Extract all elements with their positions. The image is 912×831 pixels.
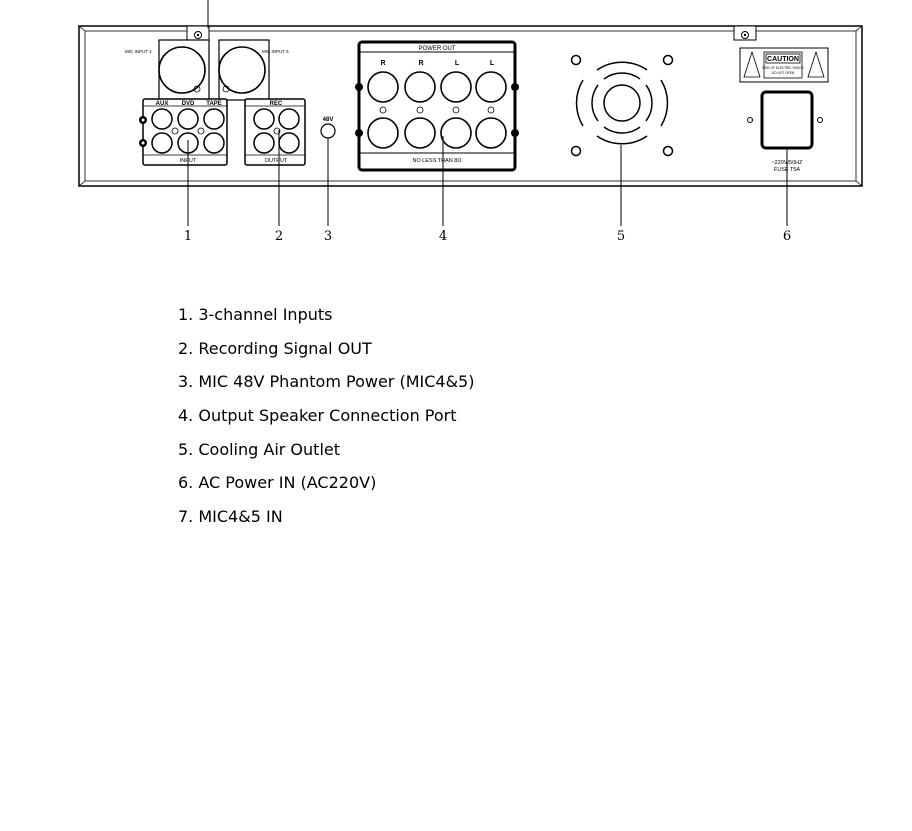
caution-line2: DO NOT OPEN [772,71,795,75]
caution-label: CAUTION RISK OF ELECTRIC SHOCK DO NOT OP… [739,47,829,83]
input-header-tape: TAPE [206,101,222,107]
legend-item-5: 5. Cooling Air Outlet [178,439,340,459]
legend-item-2: 2. Recording Signal OUT [178,338,372,358]
rca-jack [151,108,173,130]
rca-jack [203,108,225,130]
screw-tab-right [733,25,757,41]
speaker-terminal [404,71,436,103]
speaker-channel-r2: R [418,60,423,67]
legend-item-3: 3. MIC 48V Phantom Power (MIC4&5) [178,372,475,392]
speaker-terminal [475,71,507,103]
legend-item-6: 6. AC Power IN (AC220V) [178,473,377,493]
input-header-dvd: DVD [182,101,195,107]
amplifier-rear-panel-diagram: MIC INPUT 4 MIC INPUT 5 AUX DVD TAPE INP… [78,0,863,244]
speaker-channel-l2: L [490,60,495,67]
speaker-terminal [404,117,436,149]
speaker-terminal [440,71,472,103]
mic-input-5-label: MIC INPUT 5 [262,49,289,54]
rec-label: REC [270,101,283,107]
power-out-block: POWER OUT R R L L NO LESS THAN 8Ω [355,40,519,172]
input-header-aux: AUX [156,101,169,107]
warning-triangle-icon [807,50,825,78]
rca-input-block: AUX DVD TAPE INPUT [139,98,228,166]
legend-item-1: 1. 3-channel Inputs [178,305,333,324]
rca-jack [203,132,225,154]
callout-4: 4 [439,229,447,244]
speaker-channel-l1: L [455,60,460,67]
phantom-label: 48V [323,117,334,123]
rca-jack [151,132,173,154]
speaker-terminal [475,117,507,149]
legend-item-7: 7. MIC4&5 IN [178,507,283,527]
callout-2: 2 [275,229,283,244]
speaker-terminal [367,71,399,103]
callout-5: 5 [617,229,625,244]
cooling-fan-grille [570,54,674,157]
mic-input-4-label: MIC INPUT 4 [125,49,152,54]
rca-jack [278,132,300,154]
warning-triangle-icon [743,50,761,78]
rca-jack [177,108,199,130]
speaker-channel-r1: R [380,60,385,67]
rca-jack [253,108,275,130]
callout-leaders [187,0,788,226]
rca-jack [253,132,275,154]
speaker-terminal [367,117,399,149]
caution-line1: RISK OF ELECTRIC SHOCK [762,66,804,70]
mic-input-5-xlr: MIC INPUT 5 [218,39,289,101]
speaker-terminal [440,117,472,149]
callout-6: 6 [783,229,791,244]
mic-input-4-xlr: MIC INPUT 4 [125,39,210,101]
rec-output-block: REC OUTPUT [244,98,306,166]
legend-item-4: 4. Output Speaker Connection Port [178,406,457,426]
rca-jack [278,108,300,130]
callout-1: 1 [184,229,192,244]
screw-tab-left [186,25,210,41]
output-label: OUTPUT [265,158,288,164]
power-out-title: POWER OUT [419,46,456,52]
caution-title: CAUTION [767,56,799,63]
speaker-impedance-label: NO LESS THAN 8Ω [413,158,462,164]
legend-list: 1. 3-channel Inputs 2. Recording Signal … [178,304,474,540]
phantom-power-48v: 48V [320,117,336,139]
callout-3: 3 [324,229,332,244]
